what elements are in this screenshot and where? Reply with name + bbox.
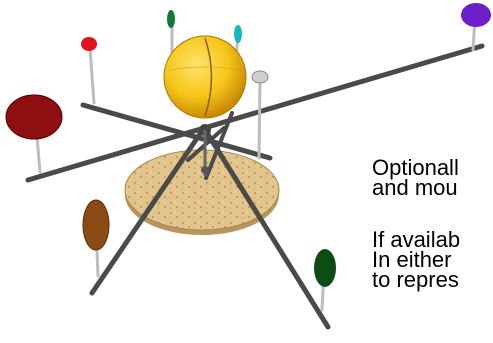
planet-dark-green — [314, 249, 336, 287]
planet-brown — [83, 200, 109, 250]
planet-green-small — [167, 10, 175, 28]
caption-paragraph-2: If availab In either to repres — [372, 230, 460, 290]
sun — [164, 36, 246, 118]
planet-red-small — [81, 37, 97, 51]
planet-cyan — [234, 25, 242, 43]
arm-mid — [83, 105, 270, 158]
caption-paragraph-1: Optionall and mou — [372, 158, 459, 198]
caption-line: to repres — [372, 270, 460, 290]
planet-purple — [461, 3, 491, 27]
base-disc — [125, 150, 279, 235]
planet-red-large — [6, 95, 62, 139]
planet-grey — [252, 71, 268, 83]
caption-line: and mou — [372, 178, 459, 198]
